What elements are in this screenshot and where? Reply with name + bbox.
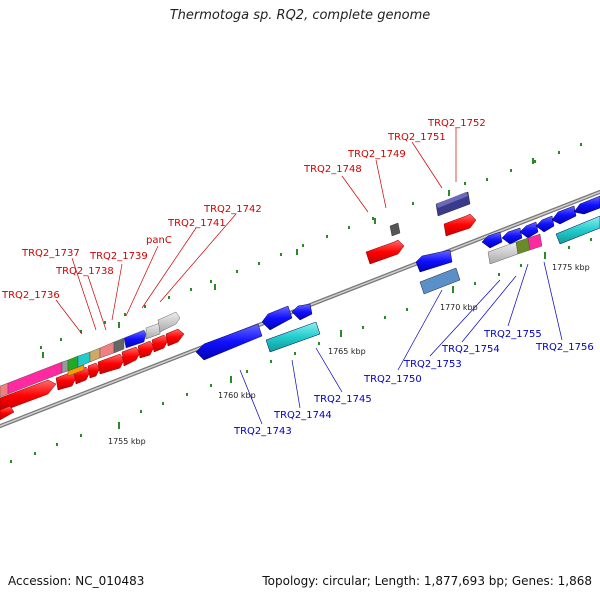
gene-trq2-1744-arrow	[261, 305, 293, 331]
scale-label-1755: 1755 kbp	[108, 437, 146, 446]
label-trq2-1755: TRQ2_1755	[483, 329, 542, 340]
gene-red-7	[151, 334, 169, 353]
gene-red-6	[137, 340, 155, 359]
label-trq2-1744: TRQ2_1744	[273, 410, 332, 421]
map-title: Thermotoga sp. RQ2, complete genome	[169, 8, 431, 23]
gene-grey-1	[145, 322, 161, 340]
gene-right-blue-6	[573, 195, 600, 215]
reverse-genes	[195, 195, 600, 361]
label-trq2-1742: TRQ2_1742	[203, 204, 262, 215]
gene-trq2-1745-arrow	[291, 303, 313, 321]
bottom-leader-lines	[239, 261, 563, 425]
label-trq2-1752: TRQ2_1752	[427, 118, 486, 129]
gene-trq2-1751-top	[436, 192, 468, 208]
gene-trq2-1749-arrow	[365, 239, 405, 265]
gene-salmon-left	[0, 382, 9, 398]
gene-red-3	[87, 362, 101, 379]
scale-label-1760: 1760 kbp	[218, 391, 256, 400]
left-cluster-block	[0, 311, 181, 398]
top-leader-lines	[55, 128, 457, 335]
label-panc: panC	[146, 235, 172, 246]
gene-right-blue-1	[481, 231, 503, 249]
gene-darkgrey	[113, 337, 125, 354]
label-trq2-1738: TRQ2_1738	[55, 266, 114, 277]
gene-cyan-small	[77, 351, 91, 368]
gene-grey-small	[61, 359, 69, 374]
label-trq2-1749: TRQ2_1749	[347, 149, 406, 160]
label-trq2-1745: TRQ2_1745	[313, 394, 372, 405]
scale-label-1775: 1775 kbp	[552, 263, 590, 272]
gene-trq2-1743-arrow	[195, 323, 263, 361]
gene-right-cyan	[555, 215, 600, 245]
gene-grey-2	[157, 311, 181, 333]
label-trq2-1739: TRQ2_1739	[89, 251, 148, 262]
label-trq2-1756: TRQ2_1756	[535, 342, 594, 353]
gene-left-red-arrow	[0, 405, 15, 421]
gene-trq2-1736-arrow	[0, 379, 57, 413]
gene-right-blue-4	[535, 215, 555, 233]
gene-steelblue	[419, 267, 461, 295]
right-cluster-block	[487, 233, 543, 265]
label-trq2-1753: TRQ2_1753	[403, 359, 462, 370]
gene-cyan-middle	[265, 321, 321, 353]
label-trq2-1748: TRQ2_1748	[303, 164, 362, 175]
accession-label: Accession: NC_010483	[8, 574, 145, 588]
gene-tan	[89, 347, 101, 363]
label-trq2-1754: TRQ2_1754	[441, 344, 500, 355]
gene-pink	[99, 341, 115, 359]
gene-red-4	[97, 353, 125, 375]
gene-panc-blue	[123, 329, 147, 349]
gene-orange	[67, 364, 85, 377]
gene-magenta-right	[527, 233, 543, 251]
gene-red-5	[121, 346, 141, 367]
label-trq2-1751: TRQ2_1751	[387, 132, 446, 143]
gene-trq2-1750-arrow	[415, 249, 453, 273]
label-trq2-1736: TRQ2_1736	[1, 290, 60, 301]
label-trq2-1743: TRQ2_1743	[233, 426, 292, 437]
gene-olive	[515, 237, 531, 255]
gene-trq2-1748-box	[389, 222, 401, 237]
gene-trq2-1752-arrow	[443, 213, 477, 237]
scale-label-1770: 1770 kbp	[440, 303, 478, 312]
tick-marks	[10, 143, 592, 463]
genome-summary: Topology: circular; Length: 1,877,693 bp…	[262, 574, 592, 588]
forward-genes	[0, 213, 477, 421]
scale-label-1765: 1765 kbp	[328, 347, 366, 356]
label-trq2-1741: TRQ2_1741	[167, 218, 226, 229]
gene-red-8	[165, 328, 185, 347]
gene-red-1	[55, 371, 77, 391]
label-trq2-1737: TRQ2_1737	[21, 248, 80, 259]
label-trq2-1750: TRQ2_1750	[363, 374, 422, 385]
